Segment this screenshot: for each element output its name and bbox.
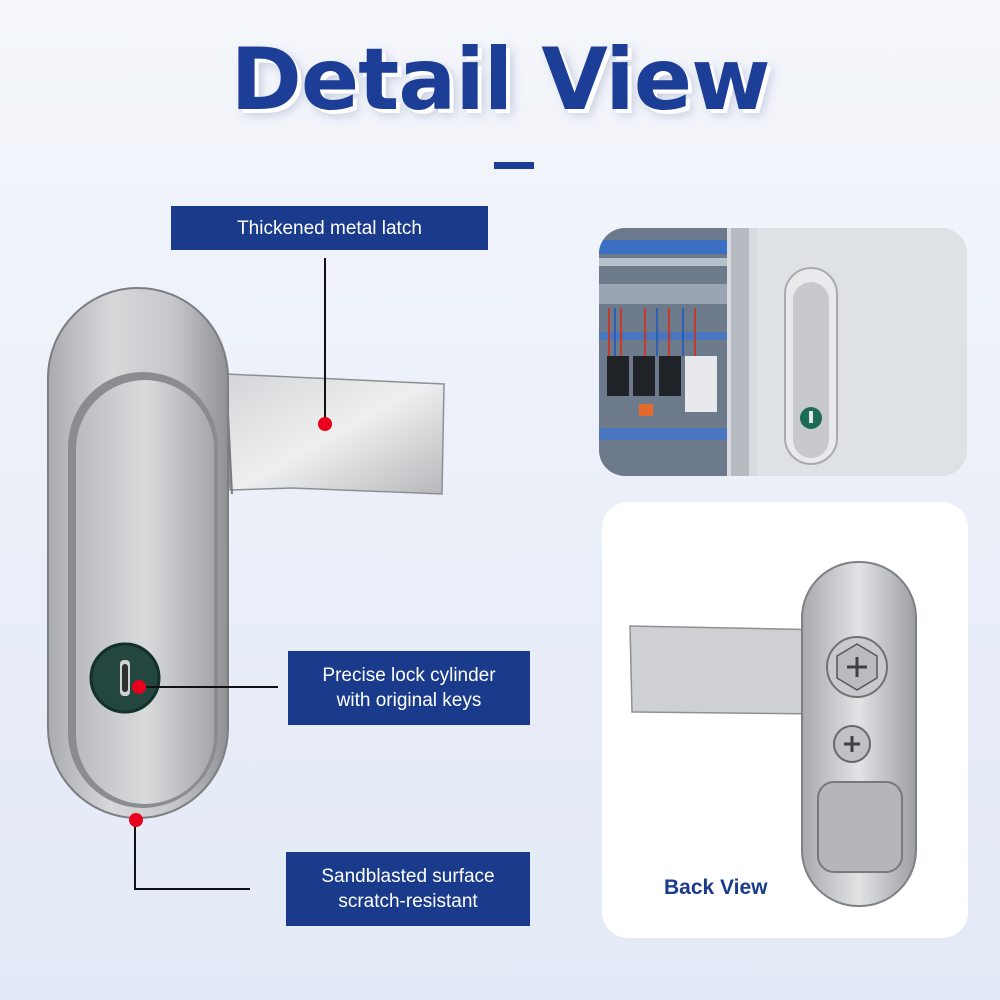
back-view-card: Back View — [602, 502, 968, 938]
callout-cylinder-line — [137, 686, 278, 688]
callout-surface-line-vertical — [134, 822, 136, 890]
callout-surface: Sandblasted surface scratch-resistant — [286, 852, 530, 926]
lock-handle-back-image — [629, 561, 917, 907]
callout-cylinder-line2: with original keys — [336, 690, 482, 711]
callout-latch-marker — [318, 417, 332, 431]
callout-cylinder-line1: Precise lock cylinder — [322, 665, 496, 686]
cabinet-installed-photo — [599, 228, 967, 476]
callout-cylinder-marker — [132, 680, 146, 694]
callout-surface-line1: Sandblasted surface — [321, 866, 495, 887]
installed-photo-card — [599, 228, 967, 476]
callout-surface-line2: scratch-resistant — [338, 891, 478, 912]
callout-surface-line-horizontal — [134, 888, 250, 890]
callout-cylinder: Precise lock cylinder with original keys — [288, 651, 530, 725]
lock-handle-front-image — [47, 287, 445, 819]
title-underline — [494, 162, 534, 169]
callout-surface-marker — [129, 813, 143, 827]
back-view-label: Back View — [664, 876, 768, 899]
callout-latch-text: Thickened metal latch — [237, 217, 422, 239]
page-title: Detail View — [230, 30, 770, 130]
callout-latch-line — [324, 258, 326, 422]
callout-latch: Thickened metal latch — [171, 206, 488, 250]
